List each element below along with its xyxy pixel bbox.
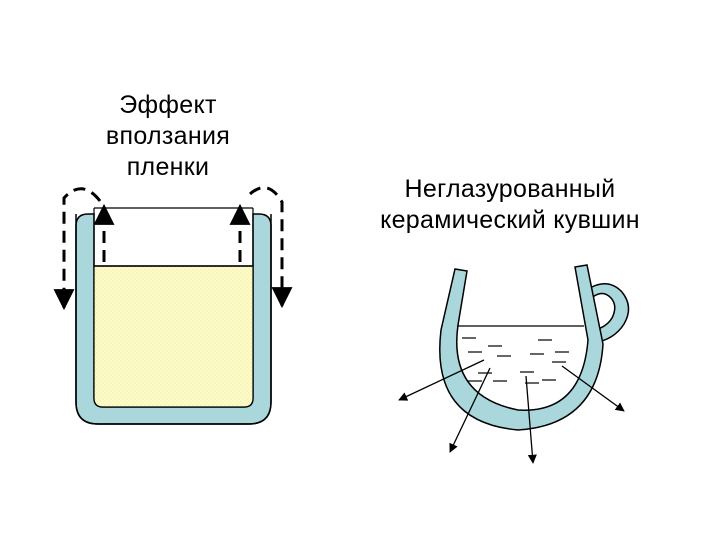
liquid	[93, 265, 254, 408]
caption-line: пленки	[126, 153, 210, 181]
caption-line: вползания	[105, 122, 231, 150]
beaker	[75, 207, 272, 425]
seepage-arrow	[449, 367, 491, 453]
jug-body	[439, 264, 604, 431]
outer-down-arrow-left	[53, 187, 102, 311]
caption-line: керамический кувшин	[380, 206, 640, 234]
seepage-arrows	[398, 359, 625, 464]
film-creep-arrows	[53, 186, 293, 311]
outer-down-arrow-right	[249, 186, 293, 309]
ceramic-jug	[439, 264, 630, 431]
jug-water-dashes	[462, 337, 569, 384]
beaker-outer-outline	[75, 214, 272, 425]
caption-line: Эффект	[119, 91, 217, 119]
seepage-arrow	[525, 375, 537, 464]
caption-line: Неглазурованный	[404, 175, 616, 203]
jug-caption: Неглазурованный керамический кувшин	[340, 174, 680, 236]
seepage-arrow	[398, 359, 485, 401]
seepage-arrow	[561, 365, 625, 412]
film-creep-caption: Эффект вползания пленки	[52, 90, 284, 183]
